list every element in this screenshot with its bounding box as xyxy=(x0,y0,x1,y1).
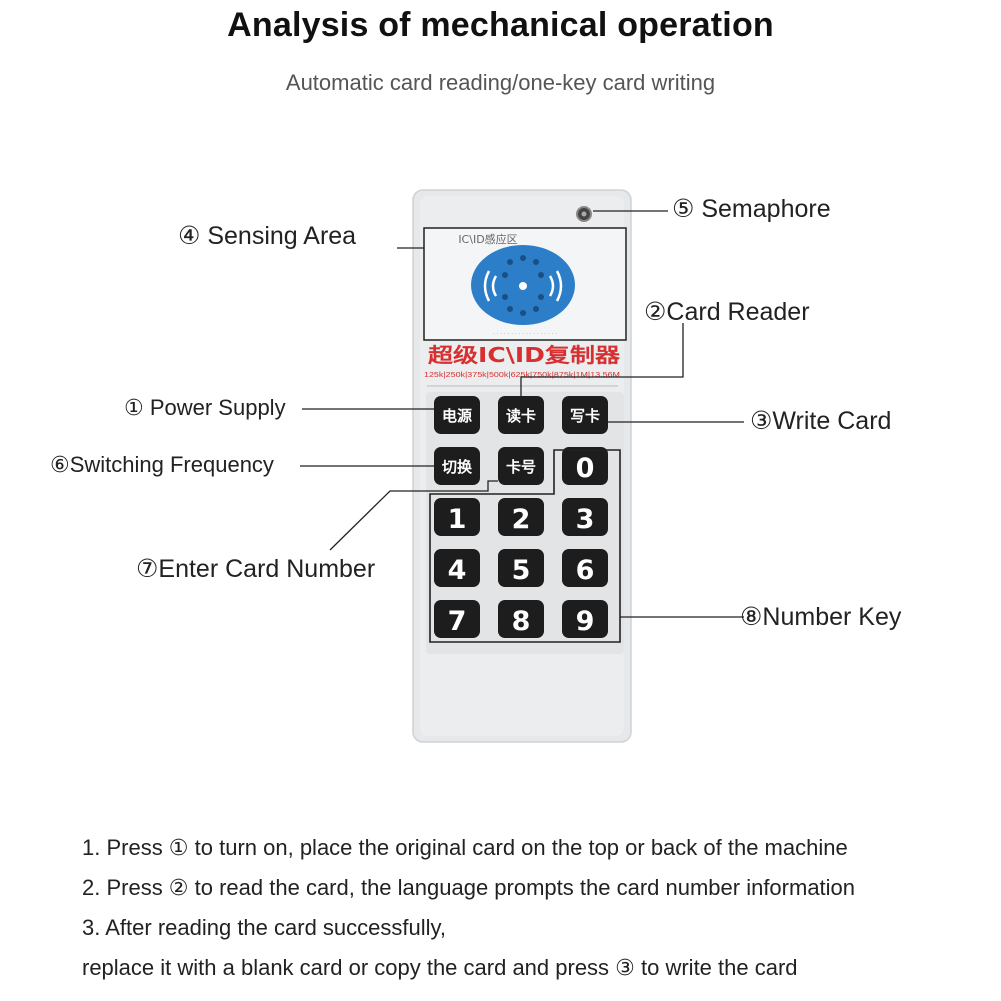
switch-key[interactable] xyxy=(434,447,480,485)
number-key-label-2: 2 xyxy=(512,504,531,535)
number-key-6[interactable] xyxy=(562,549,608,587)
page-title: Analysis of mechanical operation xyxy=(227,6,774,44)
sensor-dots xyxy=(502,255,544,316)
card-number-key-label: 卡号 xyxy=(506,458,536,476)
instruction-line-1: 1. Press ① to turn on, place the origina… xyxy=(82,835,848,860)
number-key-8[interactable] xyxy=(498,600,544,638)
instruction-line-3: 3. After reading the card successfully, xyxy=(82,915,446,940)
number-key-label-7: 7 xyxy=(448,606,467,637)
number-key-7[interactable] xyxy=(434,600,480,638)
number-key-label-4: 4 xyxy=(448,555,467,586)
number-key-bracket xyxy=(429,449,621,643)
frequency-line: 125k|250k|375k|500k|625k|750k|875k|1M|13… xyxy=(424,370,620,379)
number-key-label-6: 6 xyxy=(576,555,595,586)
callout-sensing-area: ④ Sensing Area xyxy=(178,222,357,250)
number-key-label-9: 9 xyxy=(576,606,595,637)
callout-switching-frequency: ⑥Switching Frequency xyxy=(50,452,274,477)
card-number-key[interactable] xyxy=(498,447,544,485)
number-key-2[interactable] xyxy=(498,498,544,536)
number-key-1[interactable] xyxy=(434,498,480,536)
callout-card-reader: ②Card Reader xyxy=(644,298,810,326)
second-key-row: 切换 卡号 xyxy=(434,447,544,485)
power-key[interactable] xyxy=(434,396,480,434)
number-key-0[interactable] xyxy=(562,447,608,485)
callout-number-key: ⑧Number Key xyxy=(740,603,902,631)
number-key-label-8: 8 xyxy=(512,606,531,637)
leader-enter-card-number xyxy=(329,480,498,551)
number-key-label-3: 3 xyxy=(576,504,595,535)
page-subtitle: Automatic card reading/one-key card writ… xyxy=(285,70,716,95)
callout-write-card: ③Write Card xyxy=(750,407,892,435)
number-key-3[interactable] xyxy=(562,498,608,536)
number-key-9[interactable] xyxy=(562,600,608,638)
leader-lines xyxy=(300,210,744,618)
instructions: 1. Press ① to turn on, place the origina… xyxy=(82,828,982,988)
number-key-4[interactable] xyxy=(434,549,480,587)
sensor-center xyxy=(519,282,527,290)
number-key-label-0: 0 xyxy=(576,453,595,484)
sensor-fineprint: · · · · · · · · · · · · · · · · · · xyxy=(493,331,557,337)
power-key-label: 电源 xyxy=(442,407,472,425)
product-name: 超级IC\ID复制器 xyxy=(427,343,621,367)
callout-power-supply: ① Power Supply xyxy=(124,395,286,420)
callout-semaphore: ⑤ Semaphore xyxy=(672,195,831,223)
instruction-line-4: replace it with a blank card or copy the… xyxy=(82,955,798,980)
top-key-row: 电源 读卡 写卡 xyxy=(434,396,608,434)
instruction-line-2: 2. Press ② to read the card, the languag… xyxy=(82,875,856,900)
write-card-key[interactable] xyxy=(562,396,608,434)
write-card-key-label: 写卡 xyxy=(570,407,600,425)
read-card-key[interactable] xyxy=(498,396,544,434)
number-key-label-5: 5 xyxy=(512,555,531,586)
semaphore-led-glint xyxy=(581,211,587,217)
callout-enter-card-number: ⑦Enter Card Number xyxy=(136,555,376,583)
number-keypad: 0 1 2 3 4 5 6 7 8 9 xyxy=(434,447,608,638)
rfid-waves-icon xyxy=(483,270,563,302)
number-key-label-1: 1 xyxy=(448,504,467,535)
read-card-key-label: 读卡 xyxy=(506,407,536,425)
switch-key-label: 切换 xyxy=(442,458,473,476)
leader-card-reader xyxy=(520,323,684,396)
number-key-5[interactable] xyxy=(498,549,544,587)
sensor-label: IC\ID感应区 xyxy=(458,232,517,246)
